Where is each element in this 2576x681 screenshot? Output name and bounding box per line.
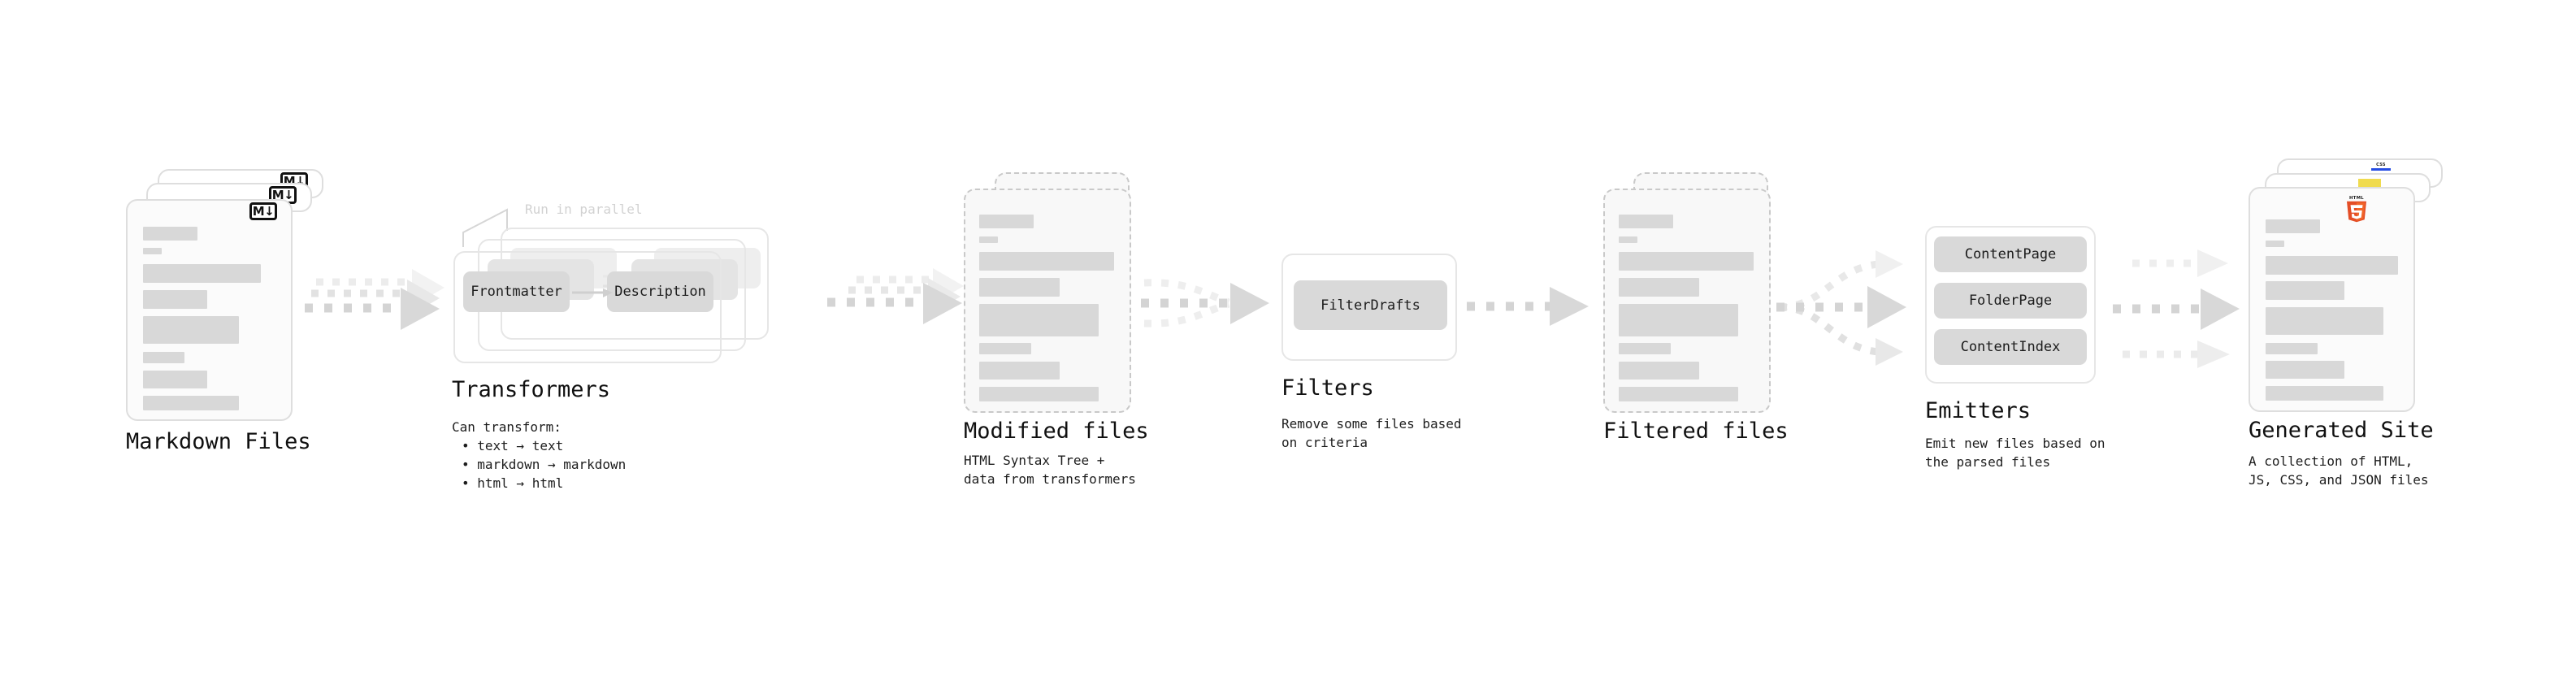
transformers-subtitle: Can transform: [452, 419, 562, 435]
emitters-subtitle: Emit new files based on the parsed files [1925, 436, 2105, 470]
emitters-title: Emitters [1925, 398, 2032, 423]
skeleton-line [979, 236, 998, 243]
skeleton-line [143, 352, 184, 363]
skeleton-line [1619, 278, 1699, 297]
skeleton-line [2266, 256, 2398, 275]
markdown-icon-front: M↓ [249, 202, 277, 220]
skeleton-line [143, 316, 239, 344]
skeleton-line [2266, 343, 2318, 354]
skeleton-line [1619, 387, 1738, 401]
transformer-chip-frontmatter[interactable]: Frontmatter [463, 271, 570, 312]
markdown-card-front [126, 199, 293, 421]
skeleton-line [979, 304, 1099, 336]
skeleton-line [979, 278, 1060, 297]
modified-files-subtitle: HTML Syntax Tree + data from transformer… [964, 453, 1136, 487]
skeleton-line [979, 362, 1060, 380]
css-icon-bar [2371, 168, 2391, 171]
modified-files-title: Modified files [964, 419, 1149, 444]
skeleton-line [979, 343, 1031, 354]
skeleton-line [2266, 281, 2344, 300]
skeleton-line [1619, 343, 1671, 354]
skeleton-line [143, 248, 162, 254]
filter-chip-filterdrafts[interactable]: FilterDrafts [1294, 280, 1447, 330]
skeleton-line [2266, 307, 2383, 335]
filtered-card-front [1603, 189, 1771, 413]
skeleton-line [2266, 219, 2320, 233]
generated-site-subtitle: A collection of HTML, JS, CSS, and JSON … [2249, 453, 2429, 488]
transformer-inner-arrow-front [572, 288, 613, 297]
skeleton-line [979, 215, 1034, 228]
css-icon: CSS [2371, 163, 2391, 171]
skeleton-line [1619, 252, 1754, 271]
transformers-bullets: • text → text • markdown → markdown • ht… [462, 438, 627, 491]
transformers-title: Transformers [452, 377, 611, 402]
run-in-parallel-label: Run in parallel [525, 202, 643, 217]
skeleton-line [143, 227, 197, 241]
parallel-bracket [462, 208, 508, 247]
arrow-filtered-to-emitters [1776, 250, 1906, 366]
skeleton-line [143, 371, 207, 388]
transformers-panel-front[interactable] [453, 251, 722, 363]
site-card-front [2249, 187, 2415, 412]
arrow-markdown-to-transformers [305, 269, 445, 330]
svg-text:HTML: HTML [2349, 196, 2364, 201]
skeleton-line [979, 387, 1099, 401]
arrow-transformers-to-modified [827, 268, 964, 324]
skeleton-line [2266, 361, 2344, 379]
markdown-files-title: Markdown Files [126, 429, 311, 454]
css-icon-label: CSS [2376, 163, 2386, 167]
emitter-chip-contentpage[interactable]: ContentPage [1934, 236, 2087, 272]
generated-site-title: Generated Site [2249, 418, 2434, 443]
skeleton-line [1619, 236, 1637, 243]
transformer-chip-description[interactable]: Description [607, 271, 713, 312]
filters-subtitle: Remove some files based on criteria [1281, 416, 1462, 450]
skeleton-line [143, 290, 207, 309]
skeleton-line [1619, 304, 1738, 336]
skeleton-line [1619, 362, 1699, 380]
skeleton-line [1619, 215, 1673, 228]
filtered-files-title: Filtered files [1603, 419, 1789, 444]
arrow-emitters-to-site [2113, 249, 2240, 368]
skeleton-line [143, 396, 239, 410]
emitter-chip-contentindex[interactable]: ContentIndex [1934, 329, 2087, 365]
html5-icon: HTML [2347, 196, 2366, 223]
arrow-filters-to-filtered [1467, 287, 1589, 326]
skeleton-line [2266, 241, 2284, 247]
arrow-modified-to-filters [1141, 279, 1269, 327]
modified-card-front [964, 189, 1131, 413]
filters-title: Filters [1281, 375, 1374, 401]
skeleton-line [143, 264, 261, 283]
emitter-chip-folderpage[interactable]: FolderPage [1934, 283, 2087, 319]
skeleton-line [2266, 386, 2383, 401]
skeleton-line [979, 252, 1114, 271]
